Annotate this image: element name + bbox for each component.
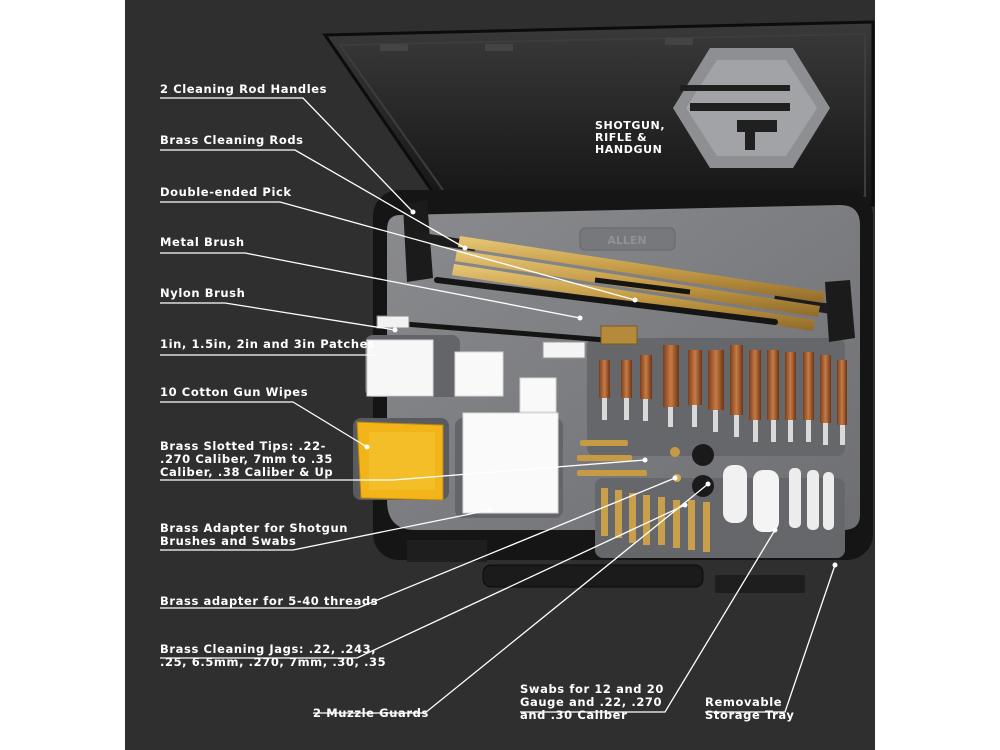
label-brass-rods: Brass Cleaning Rods [160, 133, 304, 147]
label-shotgun-adapter: Brass Adapter for Shotgun Brushes and Sw… [160, 521, 349, 548]
adapters-and-muzzle-guards [670, 444, 714, 497]
product-image-stage: ALLEN [125, 0, 875, 750]
cleaning-kit-illustration: ALLEN [160, 20, 875, 714]
bore-brushes [599, 345, 847, 445]
label-wipes: 10 Cotton Gun Wipes [160, 385, 309, 399]
brass-slotted-tips [577, 440, 647, 476]
double-ended-pick [434, 277, 778, 325]
leader-lines [160, 97, 836, 714]
firearm-type-text: SHOTGUN, RIFLE & HANDGUN [595, 119, 666, 156]
label-pick: Double-ended Pick [160, 185, 292, 199]
label-metal-brush: Metal Brush [160, 235, 245, 249]
label-muzzle-guards: 2 Muzzle Guards [313, 706, 429, 720]
cotton-gun-wipes [356, 421, 444, 501]
label-jags: Brass Cleaning Jags: .22, .243, .25, 6.5… [160, 642, 387, 669]
label-slotted-tips: Brass Slotted Tips: .22- .270 Caliber, 7… [160, 439, 334, 479]
nylon-and-metal-brushes [376, 315, 638, 359]
label-nylon-brush: Nylon Brush [160, 286, 246, 300]
label-patches: 1in, 1.5in, 2in and 3in Patches [160, 337, 376, 351]
cleaning-patches [366, 339, 559, 514]
firearms-hexagon-icon [673, 48, 830, 168]
cotton-swabs [723, 465, 834, 532]
label-storage-tray: Removable Storage Tray [705, 695, 795, 722]
label-rod-handles: 2 Cleaning Rod Handles [160, 82, 328, 96]
label-thread-adapter: Brass adapter for 5-40 threads [160, 594, 379, 608]
label-swabs: Swabs for 12 and 20 Gauge and .22, .270 … [520, 682, 664, 722]
case-brand-emboss: ALLEN [607, 234, 646, 247]
